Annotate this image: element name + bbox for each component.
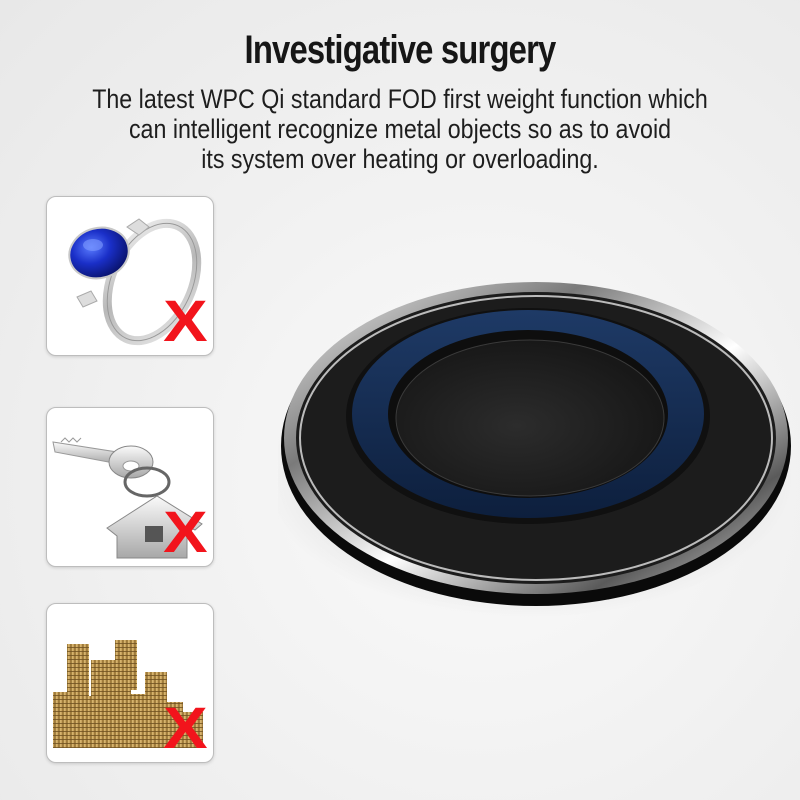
ring-image: [68, 218, 202, 346]
coins-card: X: [46, 603, 214, 763]
not-allowed-x-icon: X: [163, 500, 208, 565]
coins-image: [53, 640, 203, 748]
page-title: Investigative surgery: [244, 28, 557, 72]
description-line: its system over heating or overloading.: [201, 144, 599, 174]
keys-image: [52, 437, 203, 559]
description-line: can intelligent recognize metal objects …: [128, 114, 672, 144]
description-line: The latest WPC Qi standard FOD first wei…: [92, 84, 708, 114]
not-allowed-x-icon: X: [163, 289, 208, 354]
feature-description: The latest WPC Qi standard FOD first wei…: [56, 84, 744, 174]
wireless-charger-image: [278, 282, 793, 618]
ring-card: X: [46, 196, 214, 356]
not-allowed-x-icon: X: [163, 696, 208, 761]
keys-card: X: [46, 407, 214, 567]
